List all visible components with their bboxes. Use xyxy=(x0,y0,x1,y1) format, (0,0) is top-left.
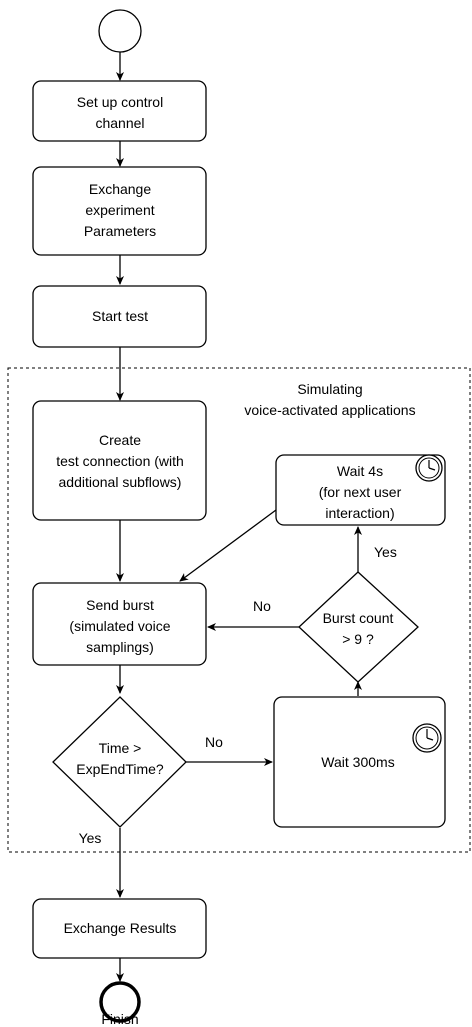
send-burst-line3: samplings) xyxy=(86,639,154,655)
setup-line1: Set up control xyxy=(77,94,163,110)
region-title-line1: Simulating xyxy=(297,381,362,397)
exchange-results-label: Exchange Results xyxy=(64,920,177,936)
burst-count-line1: Burst count xyxy=(323,610,394,626)
exchange-parameters-box xyxy=(32,166,207,256)
time-yes-label: Yes xyxy=(79,830,102,846)
send-burst-line2: (simulated voice xyxy=(69,618,170,634)
wait4s-line3: interaction) xyxy=(325,505,394,521)
start-test-box xyxy=(32,285,207,348)
create-connection-box xyxy=(32,400,207,521)
exchange-params-line3: Parameters xyxy=(84,223,156,239)
send-burst-line1: Send burst xyxy=(86,597,154,613)
timer-icon xyxy=(415,454,443,482)
exchange-params-line1: Exchange xyxy=(89,181,151,197)
setup-line2: channel xyxy=(95,115,144,131)
start-node xyxy=(98,9,142,53)
wait-300ms-box xyxy=(273,696,446,828)
burst-count-line2: > 9 ? xyxy=(342,631,374,647)
time-check-line1: Time > xyxy=(99,740,142,756)
wait4s-line2: (for next user xyxy=(319,484,402,500)
create-line3: additional subflows) xyxy=(59,474,182,490)
edge-wait4s-burst xyxy=(179,509,277,582)
time-no-label: No xyxy=(205,734,223,750)
burst-count-decision xyxy=(298,571,419,683)
finish-label: Finish xyxy=(101,1011,138,1027)
send-burst-box xyxy=(32,582,207,666)
wait300-label: Wait 300ms xyxy=(321,754,394,770)
burst-no-label: No xyxy=(253,598,271,614)
start-test-label: Start test xyxy=(92,308,148,324)
simulation-region xyxy=(7,367,471,853)
wait-4s-box xyxy=(275,454,446,526)
create-line2: test connection (with xyxy=(56,453,184,469)
timer-icon xyxy=(412,723,442,753)
wait4s-line1: Wait 4s xyxy=(337,463,383,479)
exchange-params-line2: experiment xyxy=(85,202,154,218)
finish-node xyxy=(99,981,141,1023)
burst-yes-label: Yes xyxy=(374,544,397,560)
region-title-line2: voice-activated applications xyxy=(244,402,415,418)
exchange-results-box xyxy=(32,898,207,959)
time-check-decision xyxy=(52,696,187,828)
setup-control-channel-box xyxy=(32,80,207,142)
time-check-line2: ExpEndTime? xyxy=(76,761,164,777)
create-line1: Create xyxy=(99,432,141,448)
